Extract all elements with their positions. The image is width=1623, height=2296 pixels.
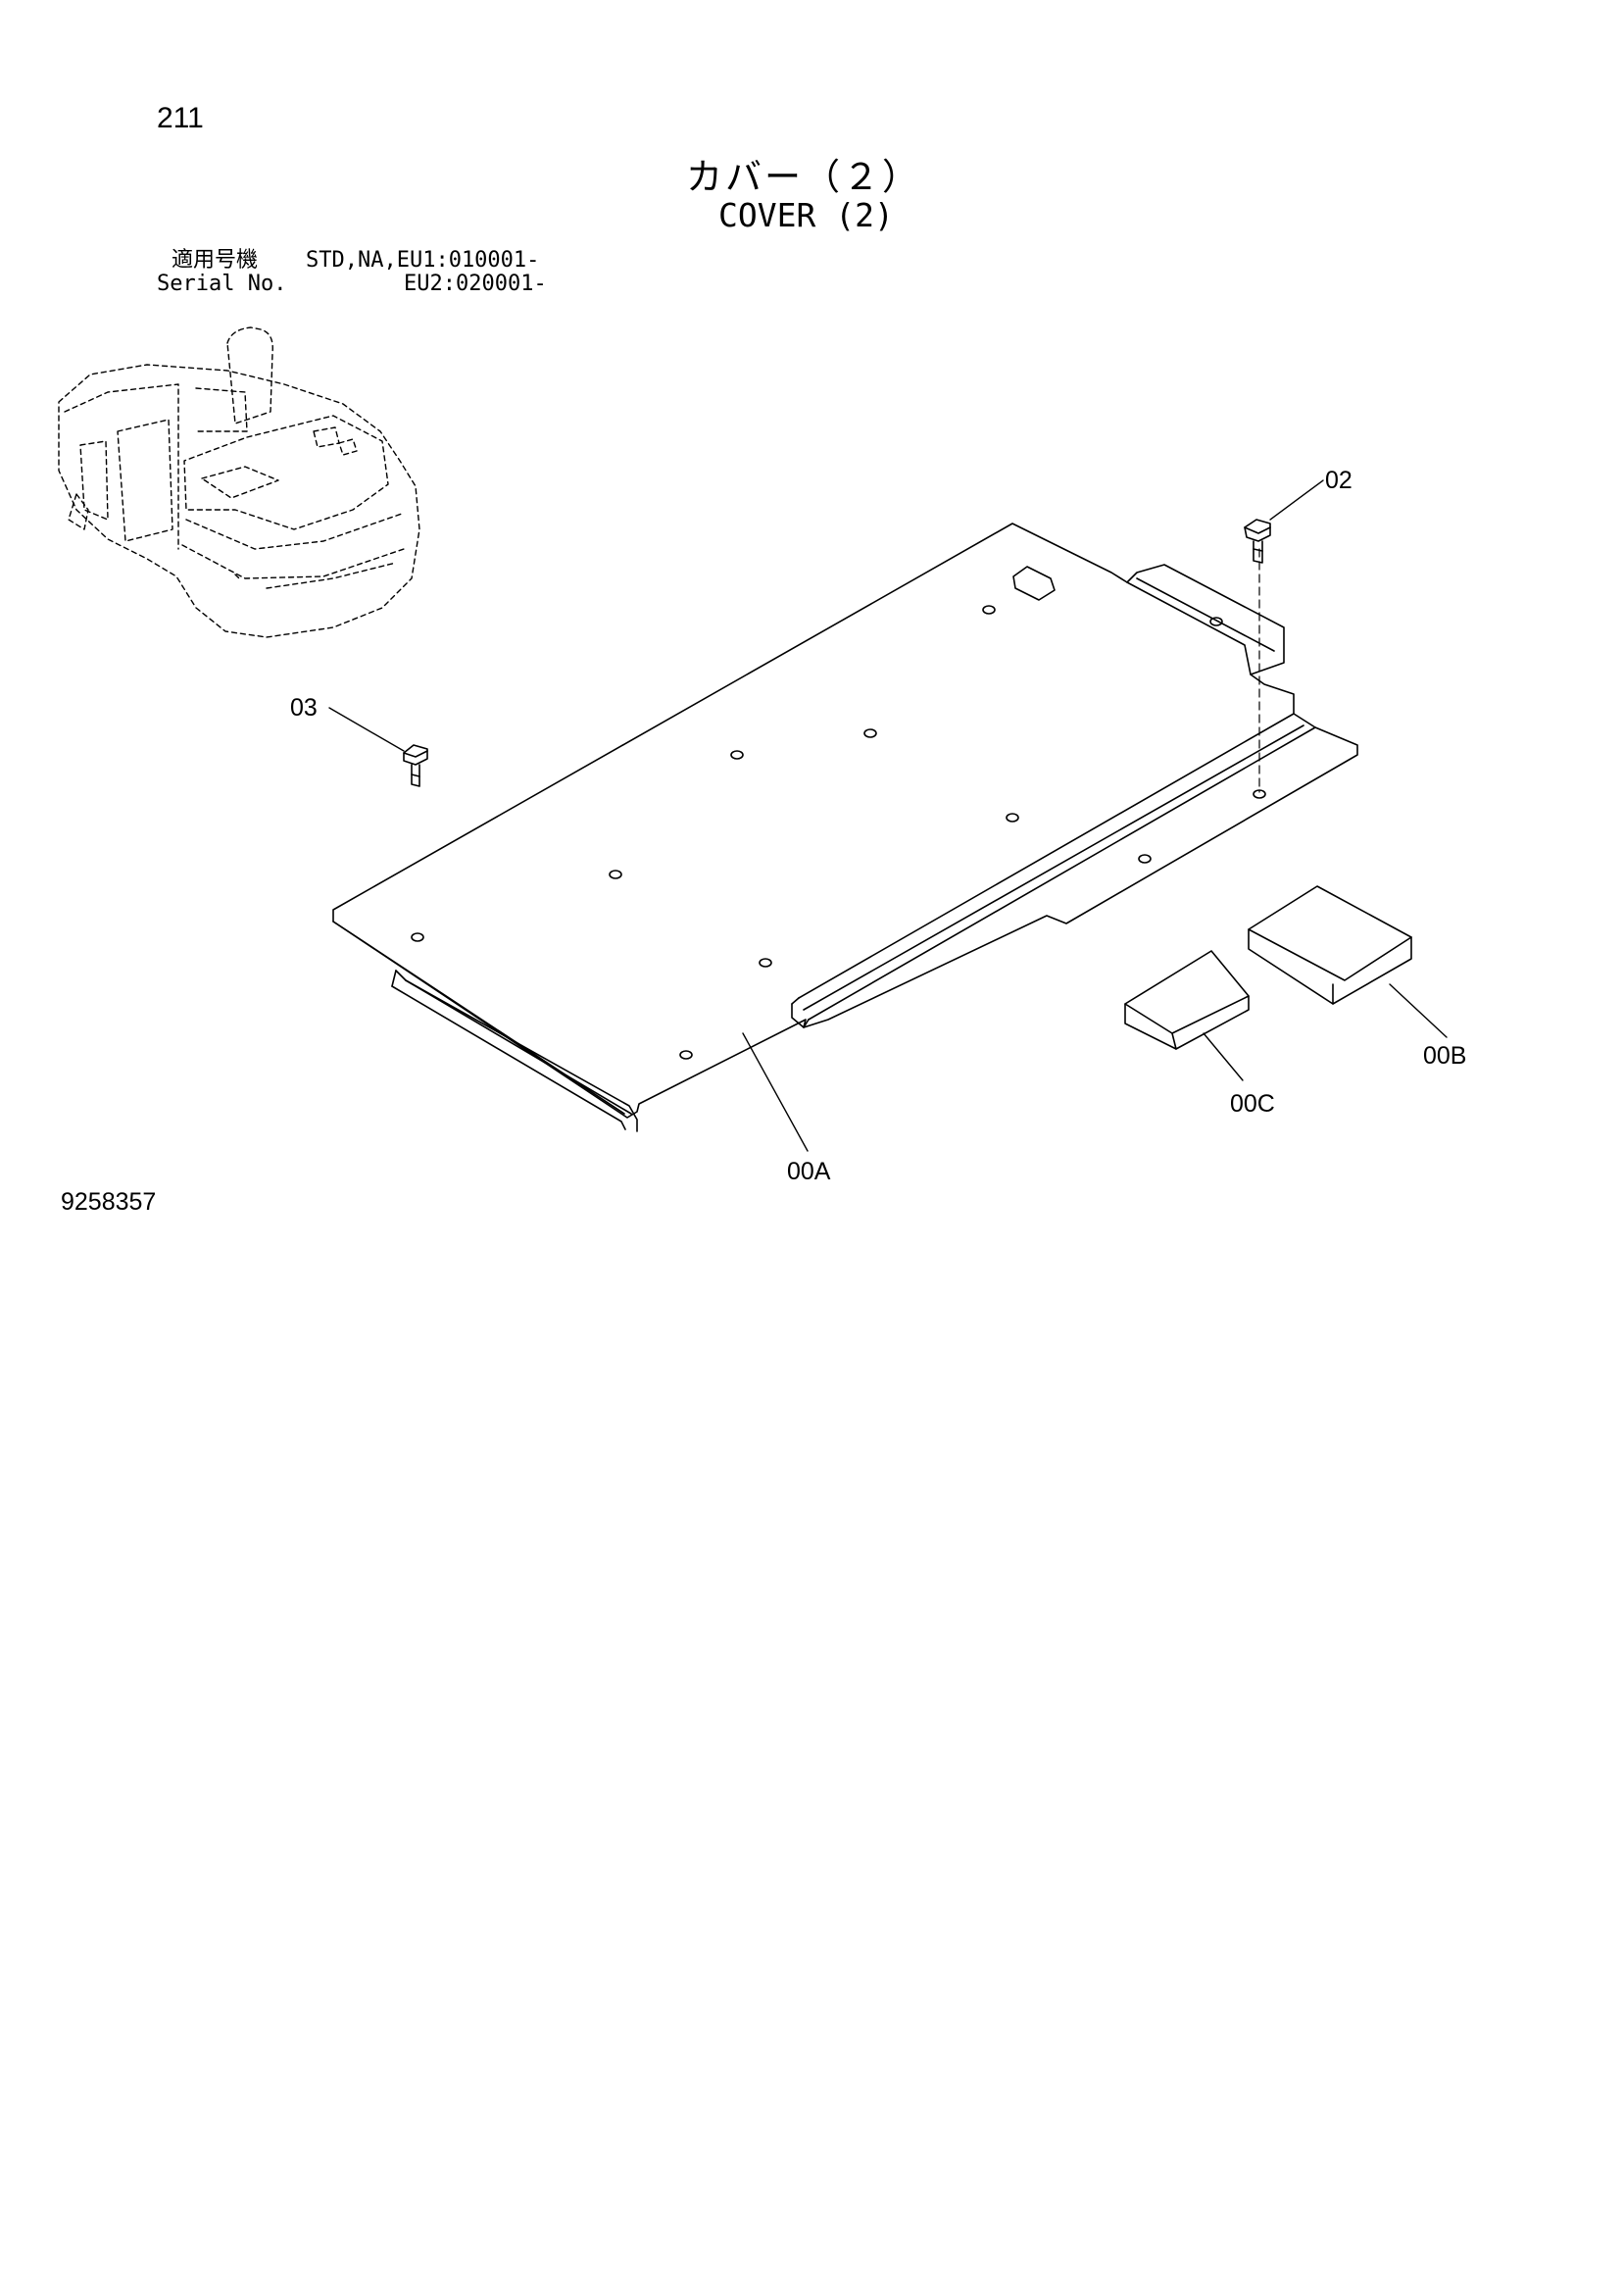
- callout-02: 02: [1325, 467, 1352, 494]
- callout-00c: 00C: [1230, 1090, 1275, 1118]
- page-number: 211: [157, 102, 204, 134]
- serial-range-eu2: EU2:020001-: [404, 272, 547, 296]
- serial-label-japanese: 適用号機: [172, 248, 259, 273]
- title-japanese: カバー（２）: [686, 156, 921, 198]
- serial-range-std: STD,NA,EU1:010001-: [306, 248, 540, 273]
- pad-00c: [1124, 950, 1250, 1050]
- callout-00b: 00B: [1423, 1042, 1467, 1070]
- leader-lines: [328, 479, 1448, 1152]
- bolt-02: [1244, 519, 1271, 564]
- title-english: COVER (2): [718, 196, 894, 234]
- cover-plate-00a: [332, 523, 1358, 1132]
- callout-00a: 00A: [787, 1158, 831, 1185]
- drawing-number: 9258357: [61, 1188, 157, 1216]
- callout-03: 03: [290, 694, 318, 722]
- pad-00b: [1248, 885, 1412, 1005]
- serial-label-english: Serial No.: [157, 272, 287, 296]
- machine-locator-sketch: [58, 326, 420, 638]
- bolt-03: [403, 744, 428, 787]
